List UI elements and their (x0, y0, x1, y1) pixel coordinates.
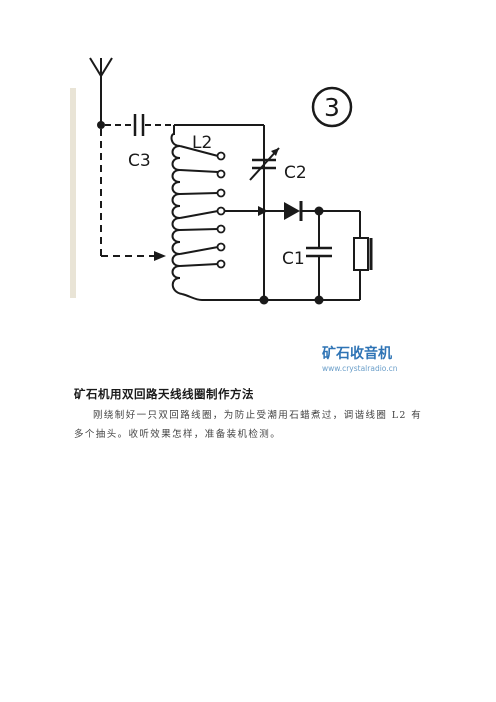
capacitor-c1 (306, 246, 332, 258)
arrowhead-icon (271, 148, 279, 156)
circuit-schematic: C3 L2 (70, 57, 398, 373)
article-body: 刚绕制好一只双回路线圈，为防止受潮用石蜡煮过，调谐线圈 L2 有多个抽头。收听效… (74, 410, 423, 440)
arrow-icon (154, 251, 166, 261)
node-ground-right (314, 295, 324, 305)
label-c2: C2 (284, 163, 307, 183)
node-ground-left (259, 295, 269, 305)
coil-taps (179, 145, 219, 267)
antenna-symbol (89, 57, 113, 124)
figure-number: 3 (324, 93, 340, 122)
watermark-url: www.crystalradio.cn (322, 364, 398, 373)
coil-l2 (170, 125, 264, 301)
earphone-icon (353, 237, 369, 271)
watermark-brand: 矿石收音机 (322, 345, 392, 362)
capacitor-c2 (252, 158, 276, 170)
tap-terminals (216, 151, 226, 269)
antenna-junction (97, 121, 105, 129)
tap-selector-arrow-icon (258, 206, 268, 216)
label-l2: L2 (192, 133, 212, 153)
circuit-diagram: C3 L2 (70, 48, 410, 378)
article-title: 矿石机用双回路天线线圈制作方法 (74, 387, 254, 401)
capacitor-c3 (133, 114, 145, 136)
label-c1: C1 (282, 249, 305, 269)
diode-symbol (284, 202, 300, 220)
figure-number-circle (311, 86, 353, 128)
label-c3: C3 (128, 151, 151, 171)
paper-edge (70, 88, 76, 298)
